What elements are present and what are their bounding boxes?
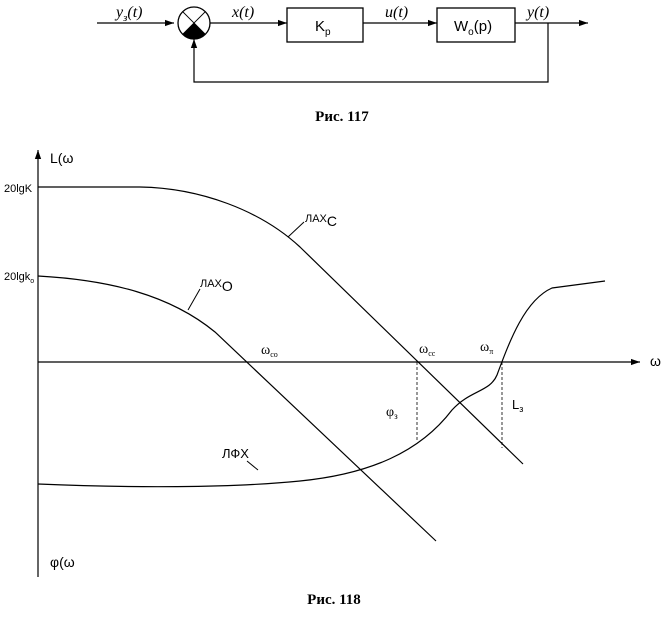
lfh-label: ЛФХ	[222, 446, 249, 461]
error-signal-label: x(t)	[231, 4, 254, 21]
y-axis-bottom-label: φ(ω	[50, 554, 75, 570]
tick-20lgko: 20lgkо	[4, 271, 34, 285]
x-axis-label: ω	[650, 353, 661, 369]
plant-label: Wо(p)	[454, 18, 492, 38]
input-signal-label: yз(t)	[114, 4, 143, 24]
bode-plot: L(ω φ(ω ω 20lgK 20lgkо ЛАХС ЛАХО ЛФХ ωсо…	[4, 150, 661, 608]
lfh-leader	[246, 460, 259, 471]
phase-margin-label: φз	[386, 405, 398, 421]
omega-cc-label: ωсс	[419, 342, 436, 358]
lfh-curve	[37, 280, 606, 488]
controller-label: Kр	[315, 18, 331, 38]
y-axis-top-label: L(ω	[50, 150, 73, 166]
figure-117-caption: Рис. 117	[315, 109, 369, 125]
controller-block	[286, 7, 364, 43]
output-signal-label: y(t)	[525, 4, 549, 21]
plant-block	[436, 7, 516, 43]
omega-pi-label: ωπ	[480, 340, 493, 356]
feedback-path	[190, 23, 549, 83]
block-diagram: yз(t) x(t) Kр u(t) Wо(p) y(t) Рис. 117	[97, 4, 588, 125]
gain-margin-label: Lз	[512, 397, 523, 414]
tick-20lgK: 20lgK	[4, 183, 33, 195]
lax-o-curve	[37, 275, 437, 542]
figure-118-caption: Рис. 118	[307, 592, 361, 608]
control-signal-label: u(t)	[385, 4, 408, 21]
lax-o-label: ЛАХО	[200, 278, 233, 294]
omega-co-label: ωсо	[261, 343, 278, 359]
summing-junction	[177, 6, 211, 40]
lax-o-leader	[187, 288, 201, 311]
lax-c-leader	[287, 221, 305, 238]
lax-c-curve	[38, 186, 524, 465]
lax-c-label: ЛАХС	[305, 213, 337, 229]
